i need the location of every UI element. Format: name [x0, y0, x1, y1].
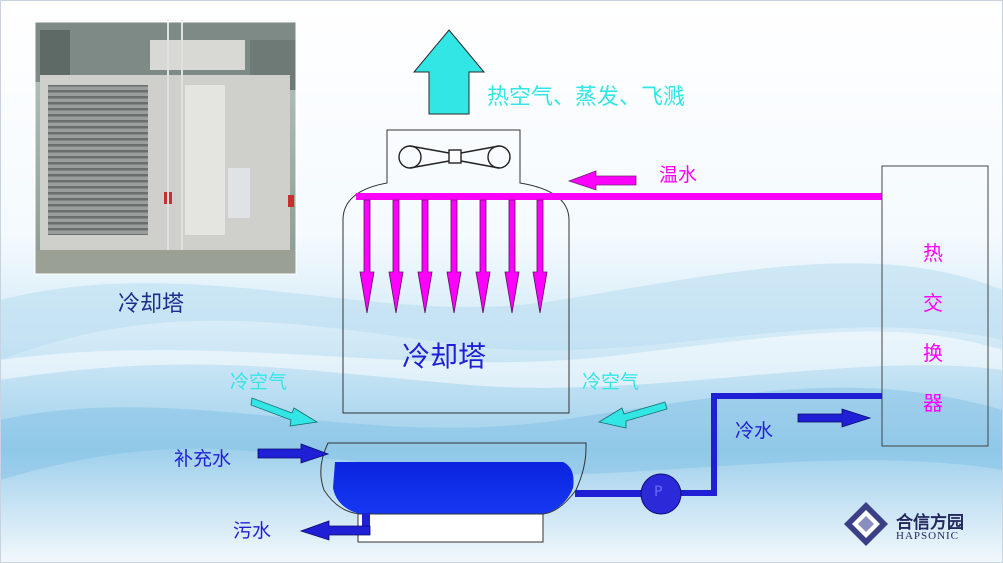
cold-water-pipe	[672, 393, 882, 496]
hapsonic-logo-icon	[844, 502, 888, 546]
logo-text-cn: 合信方园	[896, 513, 964, 533]
basin-water	[333, 462, 574, 514]
tower-outline	[342, 129, 570, 414]
exhaust-arrow	[412, 29, 486, 115]
heat-exchanger-label: 热 交 换 器	[917, 228, 949, 428]
basin-stand	[357, 513, 544, 543]
fan-icon	[398, 145, 511, 169]
logo-text-en: HAPSONIC	[896, 530, 960, 542]
tower-label: 冷却塔	[402, 340, 487, 373]
drain-pipe	[362, 513, 370, 531]
heat-exchanger-char: 换	[923, 341, 943, 365]
waste-water-arrow	[299, 520, 371, 541]
cold-air-arrow-left	[250, 397, 319, 427]
pump-icon	[640, 473, 682, 515]
cold-air-label-left: 冷空气	[230, 371, 288, 393]
warm-water-pipe	[356, 193, 882, 200]
cooling-tower-photo	[34, 20, 297, 275]
photo-caption: 冷却塔	[118, 292, 185, 317]
exhaust-label: 热空气、蒸发、飞溅	[487, 85, 686, 110]
warm-water-arrow	[567, 170, 637, 191]
heat-exchanger-char: 交	[923, 291, 943, 315]
background-wave	[0, 387, 1003, 480]
heat-exchanger-char: 器	[923, 391, 943, 415]
waste-water-label: 污水	[233, 520, 272, 542]
pump-label: P	[654, 484, 663, 500]
heat-exchanger-char: 热	[923, 241, 943, 265]
cold-air-arrow-right	[597, 401, 668, 429]
heat-exchanger-box	[881, 165, 989, 447]
background-wave-highlight	[0, 331, 1003, 388]
cold-water-label: 冷水	[735, 420, 774, 442]
spray-arrows	[359, 199, 548, 314]
makeup-water-arrow	[257, 443, 330, 464]
cold-water-arrow	[797, 408, 872, 428]
basin-outlet-pipe	[575, 490, 643, 497]
makeup-water-label: 补充水	[174, 448, 232, 470]
background-wave	[0, 263, 1003, 360]
cold-air-label-right: 冷空气	[582, 371, 640, 393]
warm-water-label: 温水	[659, 164, 698, 186]
